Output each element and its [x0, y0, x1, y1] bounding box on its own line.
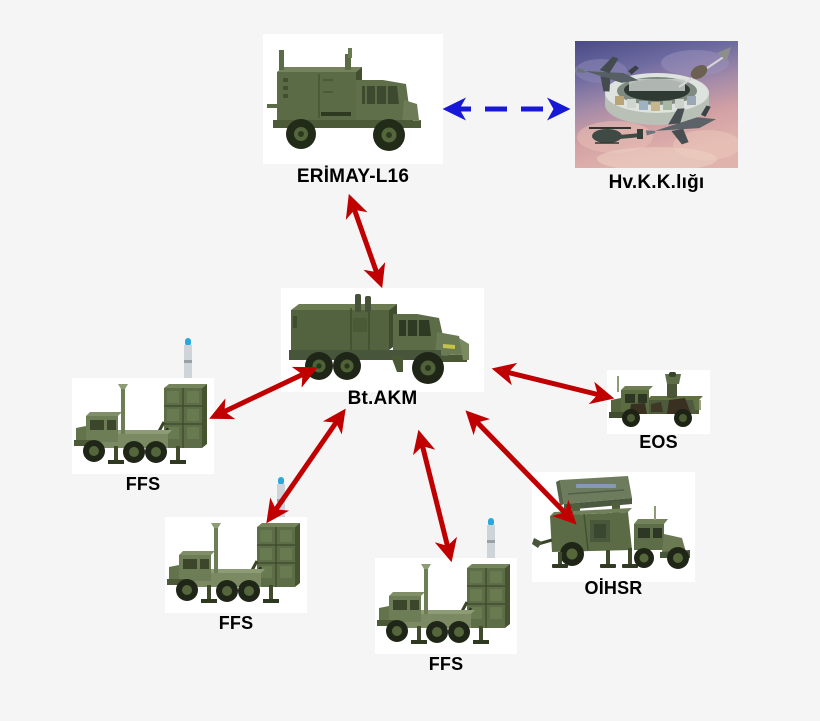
missile-launcher-vehicle-icon — [167, 523, 300, 603]
node-ffs-1[interactable]: FFS — [72, 338, 214, 494]
node-ffs-2[interactable]: FFS — [165, 477, 307, 633]
hv-kk-ligi-image — [575, 41, 738, 168]
node-erimay-l16[interactable]: ERİMAY-L16 — [263, 34, 443, 187]
air-force-command-center-icon — [575, 41, 738, 168]
node-hv-kk-ligi[interactable]: Hv.K.K.lığı — [575, 41, 738, 193]
ffs-2-image — [165, 517, 307, 613]
electro-optical-sensor-vehicle-icon — [609, 372, 703, 427]
military-communications-truck-icon — [267, 48, 421, 151]
connection-btakm-ffs3 — [412, 429, 458, 563]
erimay-l16-label: ERİMAY-L16 — [296, 166, 410, 187]
node-oihsr[interactable]: OİHSR — [532, 472, 695, 598]
node-ffs-3[interactable]: FFS — [375, 518, 517, 674]
ffs-1-image — [72, 378, 214, 474]
connection-erimay-btakm — [345, 193, 386, 289]
erimay-l16-image — [263, 34, 443, 164]
connection-btakm-eos — [491, 362, 615, 405]
oihsr-image — [532, 472, 695, 582]
bt-akm-label: Bt.AKM — [347, 388, 418, 409]
node-eos[interactable]: EOS — [607, 370, 710, 452]
ffs-3-label: FFS — [428, 654, 464, 674]
oihsr-label: OİHSR — [584, 578, 643, 598]
ffs-3-image — [375, 558, 517, 654]
hv-kk-ligi-label: Hv.K.K.lığı — [608, 172, 705, 193]
battery-command-control-truck-icon — [289, 294, 469, 384]
bt-akm-image — [281, 288, 484, 392]
missile-launcher-vehicle-icon — [74, 384, 207, 464]
missile-launcher-vehicle-icon — [377, 564, 510, 644]
node-bt-akm[interactable]: Bt.AKM — [281, 288, 484, 409]
ffs-2-label: FFS — [218, 613, 254, 633]
eos-image — [607, 370, 710, 434]
mobile-radar-system-icon — [532, 476, 690, 569]
eos-label: EOS — [639, 432, 678, 452]
ffs-1-label: FFS — [125, 474, 161, 494]
